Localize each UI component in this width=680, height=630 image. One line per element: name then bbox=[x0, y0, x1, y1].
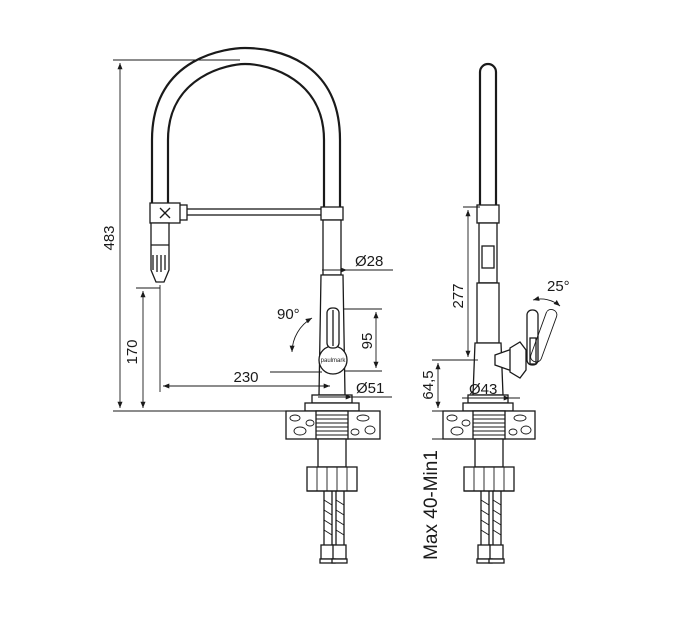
svg-text:64,5: 64,5 bbox=[420, 370, 437, 399]
front-supply-hoses bbox=[319, 491, 348, 564]
front-countertop bbox=[285, 410, 381, 440]
dim-total-height: 483 bbox=[101, 59, 300, 412]
side-lever-tilted bbox=[530, 308, 558, 363]
front-spray-arm bbox=[149, 202, 324, 224]
svg-text:25°: 25° bbox=[547, 278, 570, 295]
side-mounting-nut bbox=[463, 438, 515, 492]
svg-text:95: 95 bbox=[359, 333, 376, 350]
svg-text:Max 40-Min1: Max 40-Min1 bbox=[421, 450, 442, 560]
dim-tube-diameter: Ø28 bbox=[322, 253, 393, 273]
dim-spout-reach: 230 bbox=[159, 285, 330, 392]
svg-text:230: 230 bbox=[233, 369, 258, 386]
svg-text:Ø51: Ø51 bbox=[356, 380, 384, 397]
side-lever-handle bbox=[509, 309, 539, 379]
front-body-tube: paulmark bbox=[318, 206, 348, 396]
svg-text:277: 277 bbox=[450, 283, 467, 308]
svg-text:483: 483 bbox=[101, 225, 118, 250]
front-spray-head bbox=[150, 222, 170, 283]
dim-side-base-height: 64,5 bbox=[420, 359, 475, 408]
svg-text:Ø43: Ø43 bbox=[469, 381, 497, 398]
side-spout-tube bbox=[478, 62, 498, 205]
svg-text:Ø28: Ø28 bbox=[355, 253, 383, 270]
dim-side-height: 277 bbox=[450, 206, 480, 361]
front-spout-arch bbox=[150, 46, 342, 207]
dim-deck-thickness: Max 40-Min1 bbox=[421, 410, 470, 560]
dim-lever-angle: 25° bbox=[532, 278, 570, 307]
side-body-tube bbox=[472, 282, 516, 396]
svg-text:170: 170 bbox=[124, 339, 141, 364]
front-mounting-nut bbox=[306, 438, 358, 492]
side-supply-hoses bbox=[476, 491, 505, 564]
brand-logo: paulmark bbox=[321, 358, 347, 364]
dim-swivel-angle: 90° bbox=[277, 306, 313, 353]
front-lever-handle bbox=[326, 307, 340, 349]
dim-body-height: 95 bbox=[343, 308, 382, 372]
side-spray-head bbox=[476, 204, 500, 284]
dim-side-diameter: Ø43 bbox=[462, 381, 520, 401]
side-view bbox=[442, 62, 558, 564]
dim-spout-height: 170 bbox=[124, 287, 160, 408]
svg-text:90°: 90° bbox=[277, 306, 300, 323]
dim-base-diameter: Ø51 bbox=[318, 380, 392, 400]
side-countertop bbox=[442, 410, 536, 440]
front-view: paulmark bbox=[149, 46, 381, 564]
